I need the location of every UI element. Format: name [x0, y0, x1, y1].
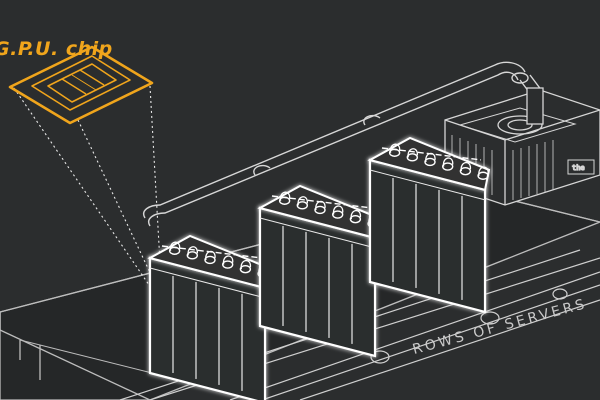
rack-coolant-fitting — [459, 166, 472, 176]
rack-coolant-hose — [407, 148, 418, 158]
server-racks — [147, 136, 491, 400]
server-rack-icon — [257, 184, 381, 358]
unit-tag: the — [572, 164, 585, 172]
gpu-chip-callout — [8, 45, 163, 299]
rack-coolant-fitting — [349, 214, 362, 224]
rack-coolant-hose — [460, 162, 472, 172]
rack-coolant-fitting — [441, 162, 454, 171]
rack-manifold — [381, 147, 482, 161]
rack-coolant-fitting — [477, 171, 489, 180]
rack-coolant-fitting — [239, 264, 252, 274]
rack-coolant-hose — [297, 196, 308, 206]
rack-coolant-hose — [279, 191, 291, 201]
rack-trim-line — [149, 267, 266, 299]
rack-coolant-hose — [442, 157, 454, 167]
rack-coolant-fitting — [406, 153, 419, 162]
rack-manifold — [161, 245, 262, 259]
rack-coolant-fitting — [221, 260, 234, 269]
rack-coolant-fitting — [314, 205, 326, 215]
rack-coolant-hose — [222, 255, 234, 265]
server-rack-icon — [147, 234, 271, 400]
rack-coolant-hose — [169, 241, 181, 251]
rack-coolant-hose — [332, 205, 344, 215]
rack-coolant-hose — [389, 143, 401, 153]
rack-coolant-fitting — [331, 210, 344, 219]
rack-coolant-hose — [350, 210, 362, 220]
gpu-chip-label: G.P.U. chip — [0, 38, 113, 60]
rack-coolant-fitting — [186, 251, 199, 260]
rack-coolant-hose — [240, 260, 252, 270]
rack-coolant-hose — [478, 166, 489, 176]
server-rack-icon — [367, 136, 491, 314]
rack-coolant-fitting — [204, 255, 216, 265]
rack-trim-line — [259, 217, 376, 249]
gpu-chip-icon — [8, 45, 154, 125]
rack-coolant-fitting — [424, 157, 436, 167]
rack-coolant-hose — [187, 246, 198, 256]
rack-manifold — [271, 195, 372, 209]
rack-trim-line — [369, 169, 486, 201]
rack-coolant-fitting — [296, 201, 309, 210]
